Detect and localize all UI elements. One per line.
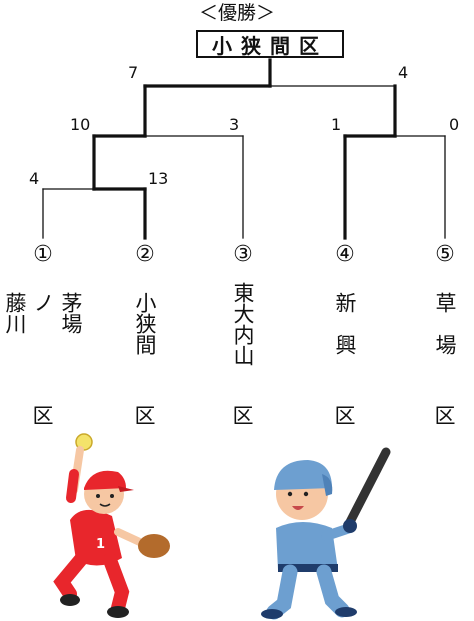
team-1-name-col-3: 藤川 [3,292,27,334]
score-final-right: 4 [398,63,408,82]
team-4-ward: 区 [334,404,356,428]
score-semi-right-a: 1 [331,115,341,134]
score-first-round-b: 13 [148,169,168,188]
team-1-name-col-1: 茅場 [59,292,83,334]
baseball-pitcher-illustration: 1 [53,433,170,618]
team-3-number: ③ [233,242,253,267]
score-semi-left-b: 3 [229,115,239,134]
team-5-ward: 区 [434,404,456,428]
team-2-name-col-1: 小狭間 [133,292,157,355]
champion-name-box: 小狭間区 [196,30,344,58]
score-semi-left-a: 10 [70,115,90,134]
team-1-ward: 区 [32,404,54,428]
glove-icon [138,534,170,558]
team-2-name: 小狭間 [110,292,180,355]
team-3-name-col-1: 東大内山 [231,282,255,366]
team-4-name: 新 興 [310,292,380,355]
team-2-number: ② [135,242,155,267]
team-2-ward: 区 [134,404,156,428]
svg-text:1: 1 [96,537,105,552]
team-5-name-col-1: 草 場 [433,292,457,355]
team-1-number: ① [33,242,53,267]
team-1-name-col-2: ノ [31,292,55,313]
bat-icon [345,447,391,527]
team-4-number: ④ [335,242,355,267]
score-semi-right-b: 0 [449,115,459,134]
team-1-name: 茅場 ノ 藤川 [3,292,83,334]
score-final-left: 7 [128,63,138,82]
team-3-name: 東大内山 [208,282,278,366]
team-5-name: 草 場 [410,292,474,355]
champion-header: ＜優勝＞ [198,2,275,24]
score-first-round-a: 4 [29,169,39,188]
team-4-name-col-1: 新 興 [333,292,357,355]
team-3-ward: 区 [232,404,254,428]
baseball-batter-illustration [261,447,391,620]
team-5-number: ⑤ [435,242,455,267]
